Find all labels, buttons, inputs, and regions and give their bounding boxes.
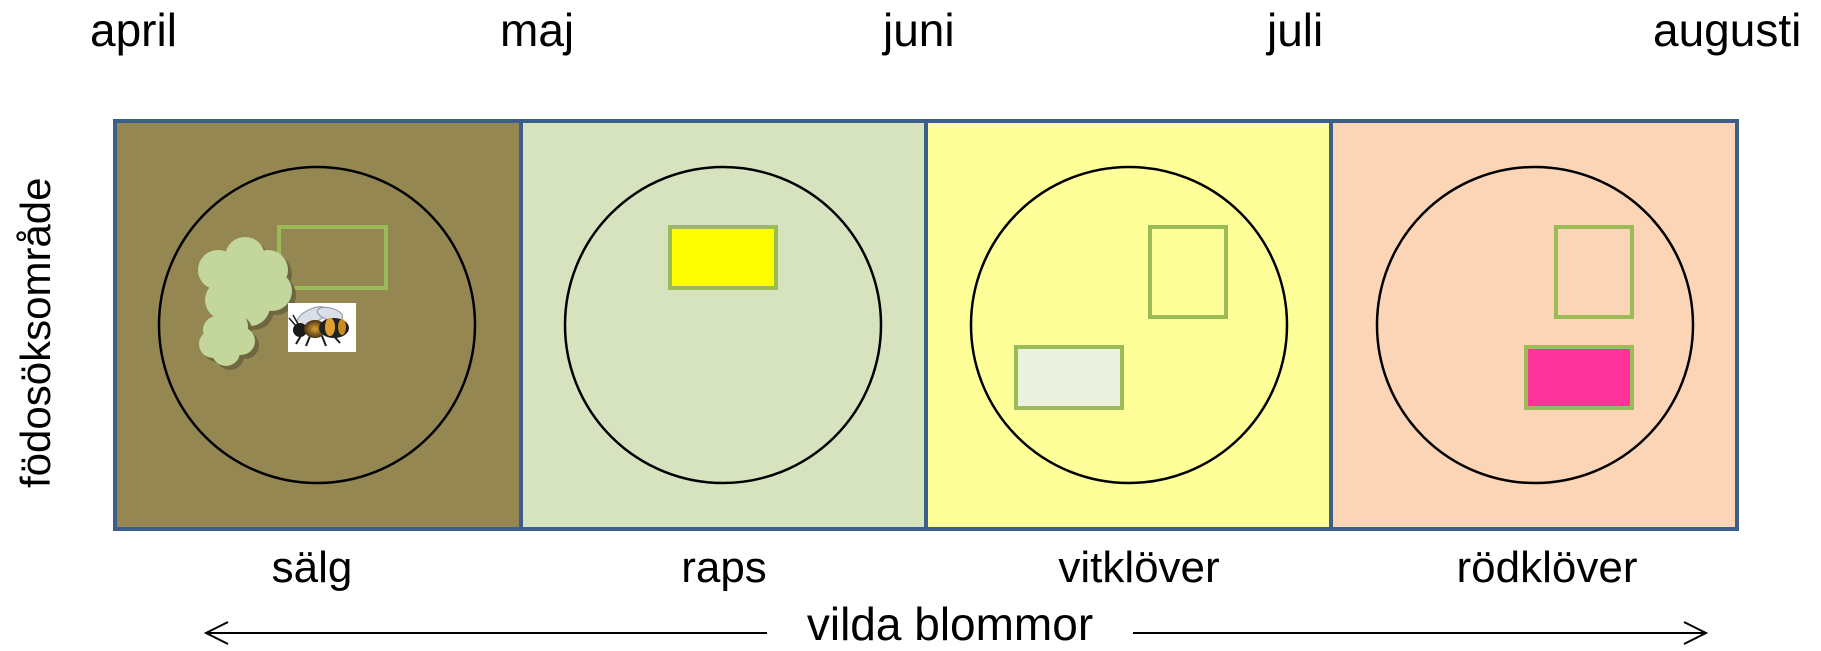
foraging-circle-rodklover xyxy=(1375,165,1695,485)
crop-label-raps: raps xyxy=(681,543,767,592)
foraging-circle-raps xyxy=(563,165,883,485)
flower-patch-raps xyxy=(668,225,778,290)
panel-rodklover xyxy=(1329,119,1739,531)
flower-patch-vitklover xyxy=(1014,345,1124,410)
month-label-juni: juni xyxy=(883,4,955,56)
foraging-circle-salg xyxy=(157,165,477,485)
wild-flowers-label: vilda blommor xyxy=(767,597,1133,651)
small-bush-icon xyxy=(199,312,259,370)
crop-label-vitklover: vitklöver xyxy=(1058,543,1220,592)
month-label-maj: maj xyxy=(500,4,575,56)
panel-raps xyxy=(519,119,928,531)
flower-patch-rodklover-top xyxy=(1554,225,1634,319)
panel-vitklover xyxy=(924,119,1333,531)
foraging-circle-vitklover xyxy=(969,165,1289,485)
flower-patch-rodklover xyxy=(1524,345,1634,410)
month-label-augusti: augusti xyxy=(1653,4,1802,56)
crop-label-rodklover: rödklöver xyxy=(1456,543,1638,592)
flower-patch-vitklover-top xyxy=(1148,225,1228,319)
month-label-juli: juli xyxy=(1267,4,1324,56)
crop-label-salg: sälg xyxy=(271,543,353,592)
month-label-april: april xyxy=(90,4,177,56)
bumblebee-icon xyxy=(288,303,356,352)
